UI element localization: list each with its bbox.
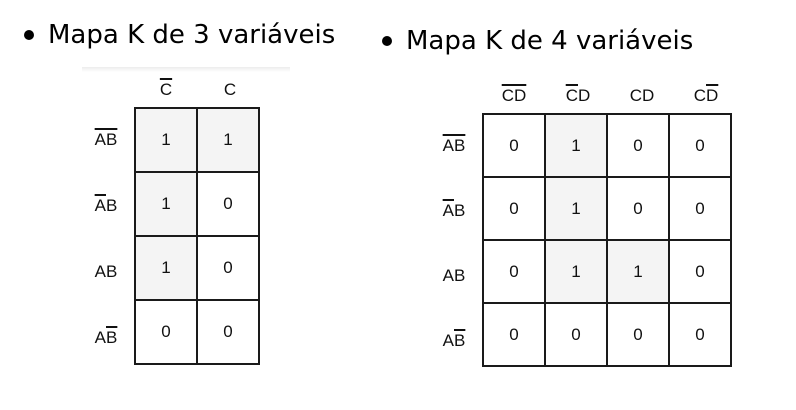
overlined-literal: D [706,86,719,105]
heading-3-variable: Mapa K de 3 variáveis [24,20,335,50]
kmap-cell: 0 [196,299,260,365]
overlined-literal: C [159,80,173,99]
kmap-cell: 1 [544,113,608,178]
kmap-cell: 1 [134,171,198,237]
kmap-cell: 0 [196,171,260,237]
kmap-cell: 1 [544,239,608,304]
literal: B [454,200,466,220]
bullet-icon [382,36,392,46]
literal: C [629,86,642,105]
kmap-cell: 0 [668,302,732,367]
literal: B [454,265,466,285]
kmap-cell: 0 [606,176,670,241]
overlined-literal: B [454,330,466,350]
kmap-cell: 0 [606,113,670,178]
bullet-icon [24,30,34,40]
kmap-cell: 1 [544,176,608,241]
kmap-cell: 0 [482,176,546,241]
overlined-literal: A [94,130,106,149]
kmap-cell: 1 [134,107,198,173]
kmap-cell: 0 [134,299,198,365]
kmap-cell: 0 [606,302,670,367]
overlined-literal: D [514,86,527,105]
kmap-cell: 0 [544,302,608,367]
overlined-literal: C [501,86,514,105]
literal: D [578,86,591,105]
literal: A [442,265,454,285]
heading-3-variable-text: Mapa K de 3 variáveis [48,20,336,50]
literal: A [442,330,454,350]
overlined-literal: A [94,196,106,215]
literal: C [693,86,706,105]
heading-4-variable: Mapa K de 4 variáveis [382,26,693,56]
overlined-literal: B [106,130,118,149]
overlined-literal: C [565,86,578,105]
overlined-literal: A [442,135,454,155]
kmap-cell: 0 [668,113,732,178]
kmap-cell: 0 [482,239,546,304]
literal: C [223,80,237,99]
kmap-cell: 1 [134,235,198,301]
literal: D [642,86,655,105]
literal: A [94,262,106,281]
overlined-literal: A [442,200,454,220]
kmap-cell: 0 [196,235,260,301]
literal: B [106,196,118,215]
kmap-cell: 0 [668,239,732,304]
overlined-literal: B [454,135,466,155]
kmap-cell: 1 [606,239,670,304]
overlined-literal: B [106,328,118,347]
heading-4-variable-text: Mapa K de 4 variáveis [406,26,694,56]
scan-edge-decoration [82,67,290,72]
kmap-cell: 1 [196,107,260,173]
kmap-cell: 0 [482,302,546,367]
kmap-cell: 0 [668,176,732,241]
column-header: C [134,80,198,100]
kmap-cell: 0 [482,113,546,178]
column-header: C [198,80,262,100]
literal: B [106,262,118,281]
literal: A [94,328,106,347]
